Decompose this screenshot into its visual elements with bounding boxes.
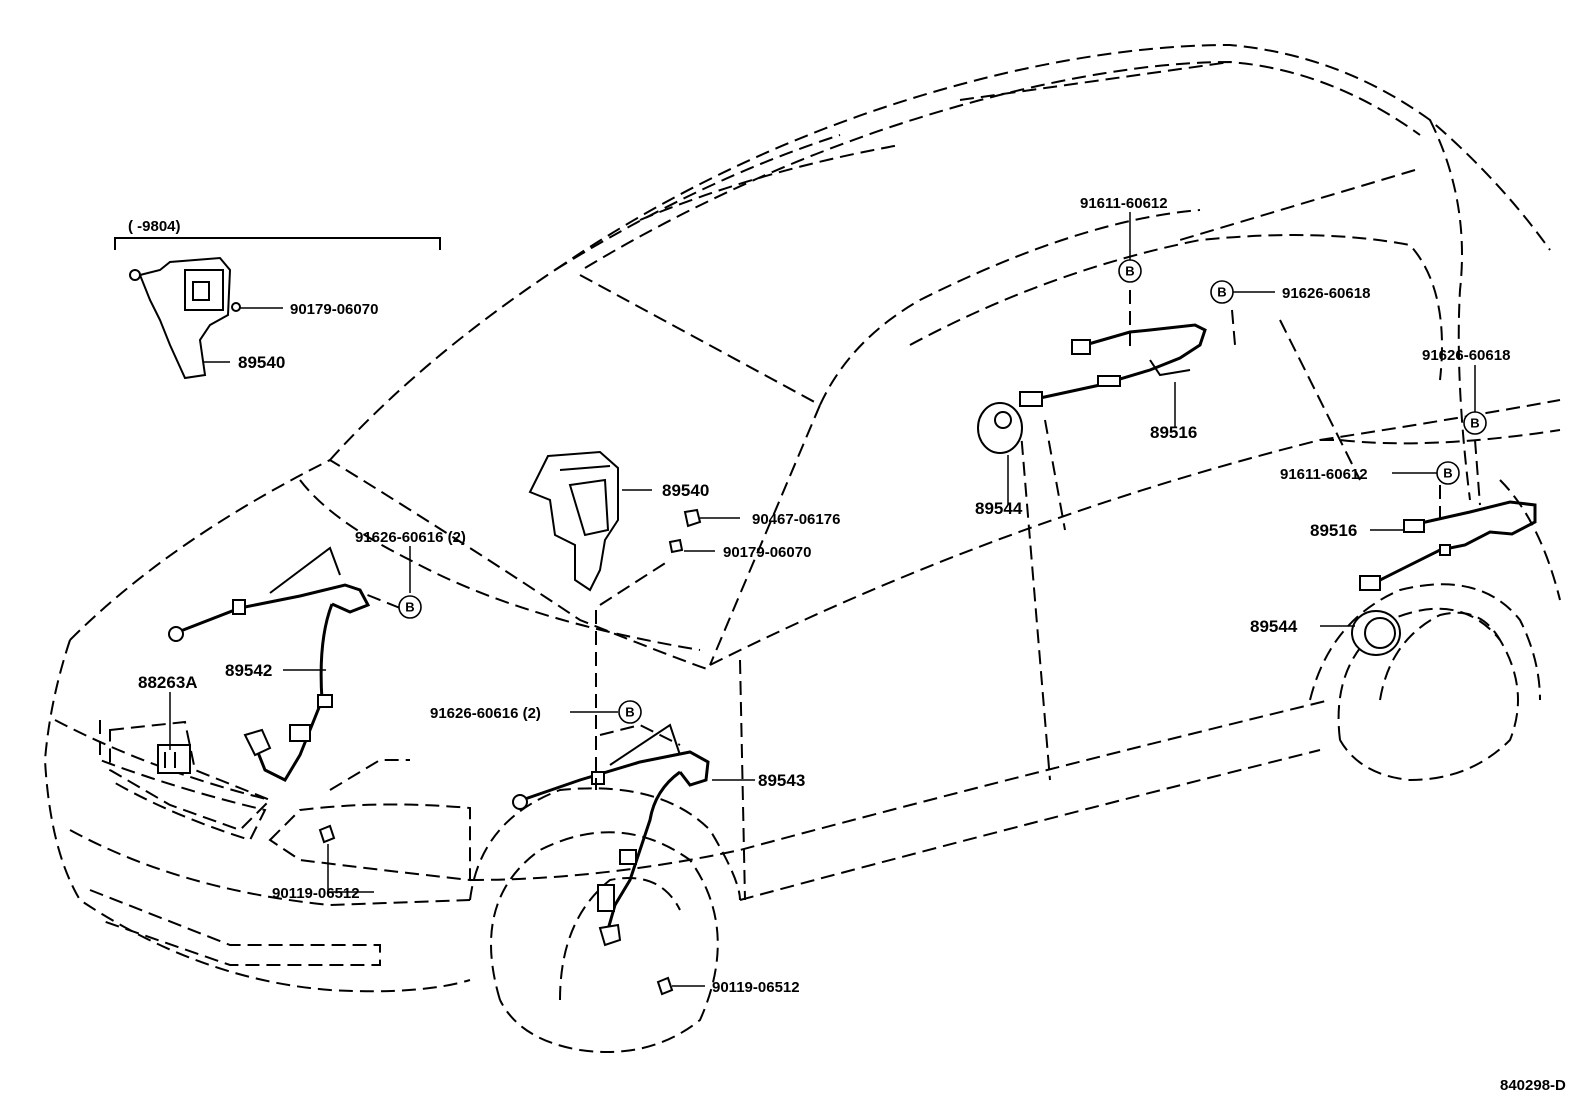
svg-text:B: B	[1470, 416, 1479, 431]
part-label: 89544	[975, 499, 1023, 518]
part-label: 88263A	[138, 673, 198, 692]
decel-sensor-relay	[109, 720, 272, 832]
svg-text:B: B	[1217, 285, 1226, 300]
svg-text:B: B	[1125, 264, 1134, 279]
part-label: 90179-06070	[290, 301, 378, 318]
ref-bubble: B	[1118, 259, 1142, 283]
front-left-speed-sensor	[168, 546, 371, 782]
part-label: 90179-06070	[723, 544, 811, 561]
connection-lines	[329, 290, 1481, 791]
part-label: 89542	[225, 661, 272, 680]
part-label: 91626-60616 (2)	[355, 529, 466, 546]
abs-ecu-early	[129, 256, 241, 380]
ref-bubble: B	[398, 595, 422, 619]
variant-bracket: ( -9804)	[114, 218, 441, 250]
ref-bubble: B	[1463, 411, 1487, 435]
part-label: 91626-60618	[1422, 347, 1510, 364]
diagram-id: 840298-D	[1500, 1077, 1566, 1094]
rear-left-speed-sensor	[1019, 323, 1207, 407]
part-label: 91626-60618	[1282, 285, 1370, 302]
part-label: 90119-06512	[712, 979, 800, 996]
part-label: 90467-06176	[752, 511, 840, 528]
part-label: 90119-06512	[272, 885, 360, 902]
part-label: 89540	[662, 481, 709, 500]
part-label: 89543	[758, 771, 805, 790]
svg-text:B: B	[405, 600, 414, 615]
part-label: 89516	[1310, 521, 1357, 540]
part-labels: 90179-06070 89540 89540 90467-06176 9017…	[138, 195, 1510, 996]
abs-ecu	[528, 450, 619, 592]
fasteners-mid	[668, 508, 702, 554]
svg-text:B: B	[625, 705, 634, 720]
rear-right-sensor-rotor	[1351, 610, 1401, 656]
part-label: 91611-60612	[1280, 466, 1368, 483]
vehicle-outline	[43, 43, 1561, 1053]
svg-text:B: B	[1443, 466, 1452, 481]
variant-note: ( -9804)	[128, 218, 181, 235]
bolts	[318, 824, 674, 996]
rear-right-speed-sensor	[1359, 500, 1537, 591]
leader-lines	[169, 212, 1476, 987]
ref-bubble: B	[1436, 461, 1460, 485]
ref-bubble: B	[618, 700, 642, 724]
part-label: 89516	[1150, 423, 1197, 442]
part-label: 91611-60612	[1080, 195, 1168, 212]
ref-bubble: B	[1210, 280, 1234, 304]
part-label: 91626-60616 (2)	[430, 705, 541, 722]
rear-left-sensor-rotor	[977, 402, 1023, 454]
front-right-speed-sensor	[512, 723, 710, 947]
part-label: 89544	[1250, 617, 1298, 636]
part-label: 89540	[238, 353, 285, 372]
